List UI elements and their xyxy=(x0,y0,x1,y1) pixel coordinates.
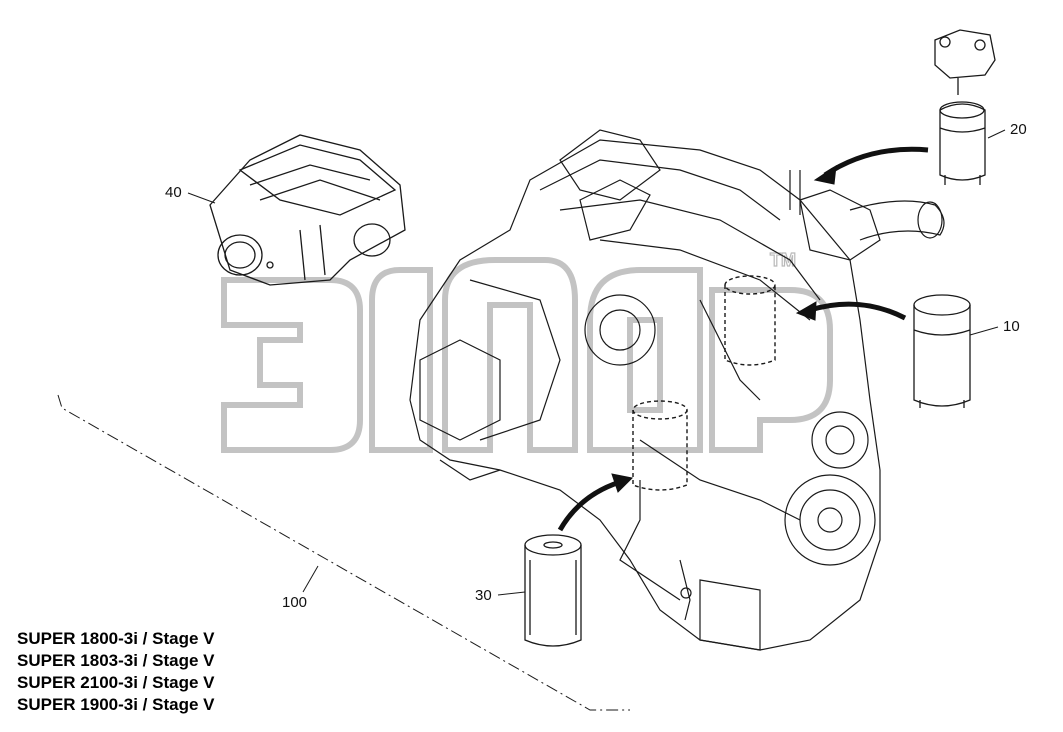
trademark-mark: TM xyxy=(770,250,796,270)
callout-20: 20 xyxy=(1010,121,1027,138)
model-list: SUPER 1800-3i / Stage V SUPER 1803-3i / … xyxy=(17,628,214,716)
callout-30: 30 xyxy=(475,587,492,604)
callout-100: 100 xyxy=(282,594,307,611)
model-line-3: SUPER 2100-3i / Stage V xyxy=(17,673,215,692)
model-line-4: SUPER 1900-3i / Stage V xyxy=(17,695,215,714)
callout-10: 10 xyxy=(1003,318,1020,335)
callout-40: 40 xyxy=(165,184,182,201)
arrows xyxy=(557,146,929,532)
filter-position-markers xyxy=(632,275,776,491)
fuel-filter-30 xyxy=(524,534,582,647)
model-line-2: SUPER 1803-3i / Stage V xyxy=(17,651,215,670)
watermark-logo xyxy=(221,257,833,453)
fuel-prefilter xyxy=(934,29,996,185)
model-line-1: SUPER 1800-3i / Stage V xyxy=(17,629,215,648)
engine-assembly xyxy=(409,129,945,651)
air-filter-box xyxy=(209,134,406,286)
oil-filter-10 xyxy=(913,294,971,408)
leader-lines xyxy=(187,129,1006,596)
group-boundary-100 xyxy=(57,394,630,711)
